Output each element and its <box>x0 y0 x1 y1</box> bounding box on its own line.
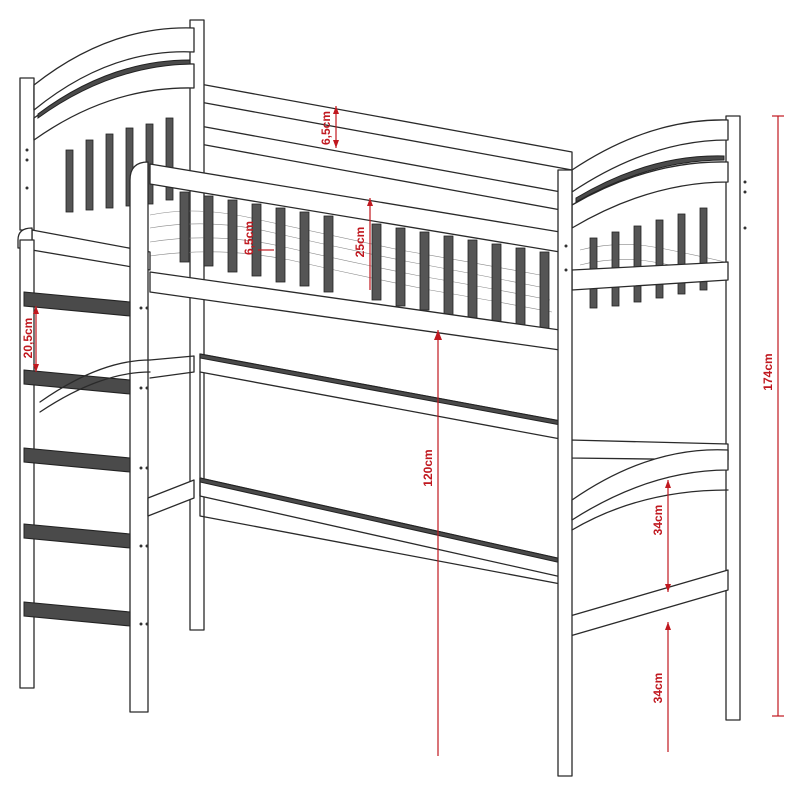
dimension-lines <box>33 106 784 756</box>
right-headboard-slats <box>589 207 708 309</box>
deck-height-label: 120cm <box>421 449 435 486</box>
floor-clearance-label: 34cm <box>651 673 665 704</box>
guard-slat-gap-label: 6,5cm <box>242 221 256 255</box>
lower-frame-height-label: 34cm <box>651 505 665 536</box>
top-rail-gap-label: 6,5cm <box>319 111 333 145</box>
front-left-post <box>19 161 149 713</box>
guard-slats <box>179 191 550 337</box>
lower-right-end <box>571 449 729 531</box>
guard-height-label: 25cm <box>353 227 367 258</box>
dimension-labels: 174cm 120cm 20,5cm 6,5cm 6,5cm 25cm 34cm… <box>21 111 775 703</box>
lower-left-end <box>39 355 195 517</box>
rung-spacing-label: 20,5cm <box>21 318 35 359</box>
lower-rails <box>199 353 729 637</box>
front-right-post <box>557 169 573 777</box>
right-headboard <box>571 115 747 721</box>
ladder-rungs <box>23 291 131 627</box>
total-height-label: 174cm <box>761 353 775 390</box>
